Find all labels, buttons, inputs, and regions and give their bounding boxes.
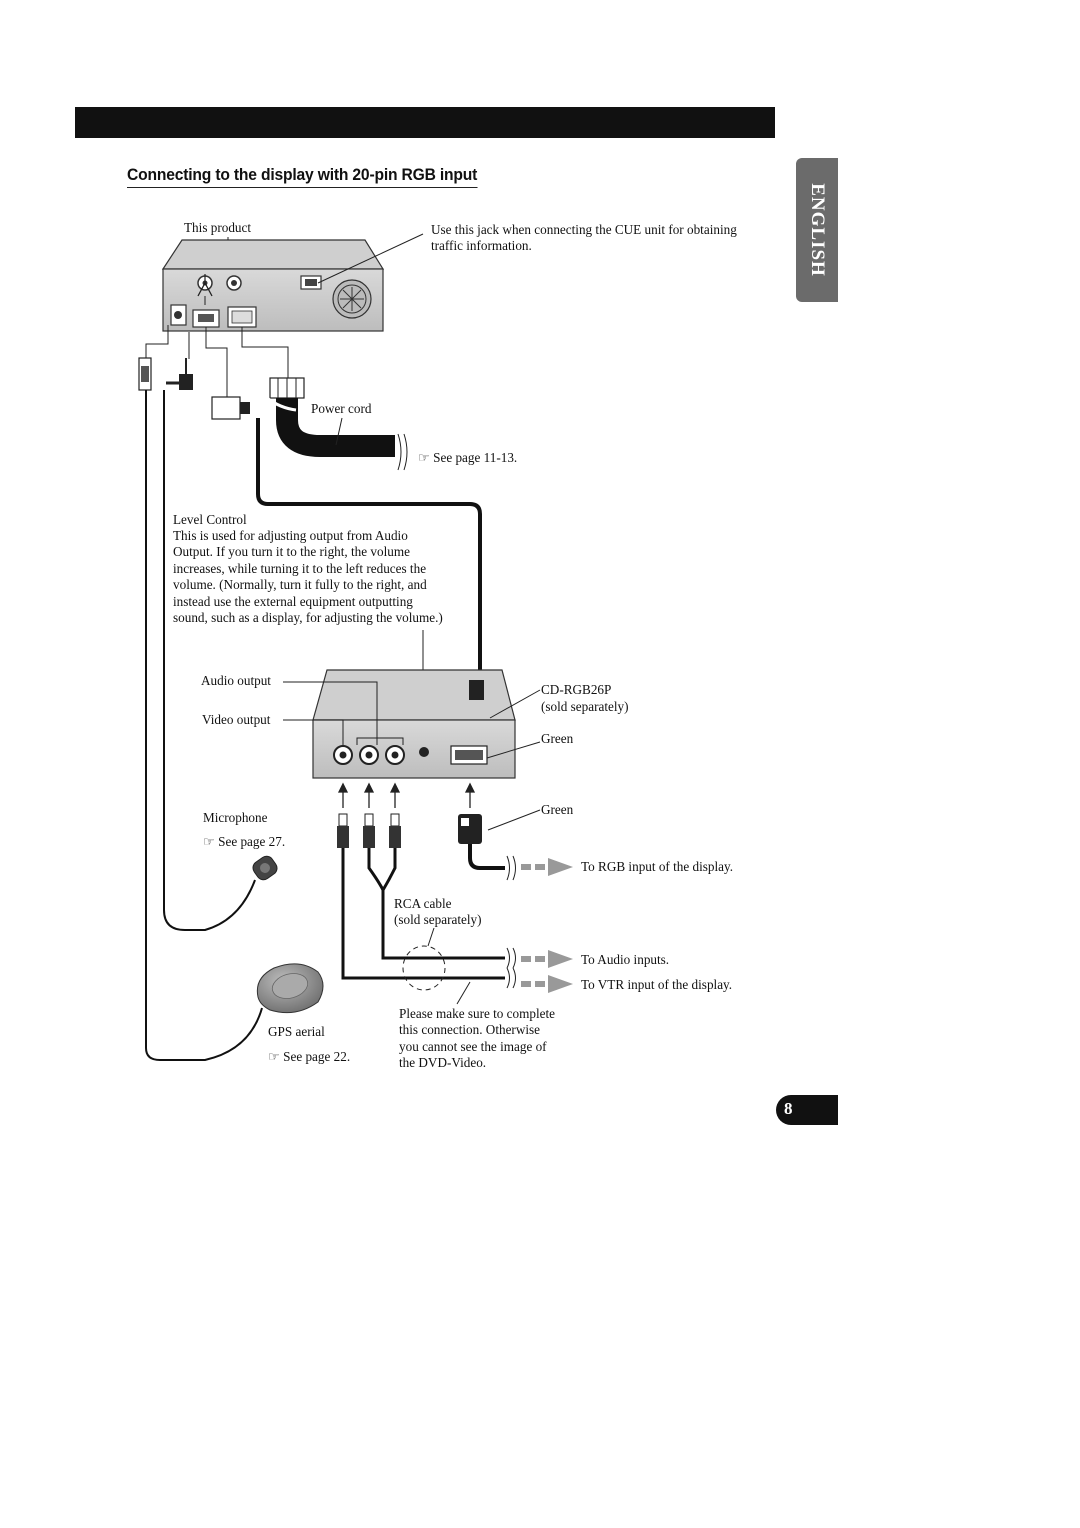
video-output-label: Video output — [202, 712, 271, 727]
gps-aerial — [256, 963, 324, 1014]
page-number-box: 8 — [776, 1095, 838, 1125]
pointing-hand-icon: ☞ — [203, 834, 215, 849]
see-mic-ref: ☞ See page 27. — [203, 834, 285, 850]
level-body-2: Output. If you turn it to the right, the… — [173, 544, 410, 559]
language-tab: ENGLISH — [796, 158, 838, 302]
see-power-ref: ☞ See page 11-13. — [418, 450, 517, 466]
section-heading: Connecting to the display with 20-pin RG… — [127, 165, 477, 188]
this-product-label: This product — [184, 220, 252, 235]
plugs-top — [138, 274, 305, 420]
main-unit — [161, 239, 385, 332]
see-gps-ref: ☞ See page 22. — [268, 1049, 350, 1065]
see-gps-text: See page 22. — [283, 1049, 351, 1064]
see-power-text: See page 11-13. — [433, 450, 518, 465]
to-audio-label: To Audio inputs. — [581, 952, 670, 967]
warning-line4: the DVD-Video. — [399, 1055, 487, 1070]
green-label-2: Green — [541, 802, 574, 817]
warning-line2: this connection. Otherwise — [399, 1022, 540, 1037]
level-body-5: instead use the external equipment outpu… — [173, 594, 413, 609]
level-control-title: Level Control — [173, 512, 247, 527]
level-body-3: increases, while turning it to the left … — [173, 561, 427, 576]
cdrgb-label: CD-RGB26P — [541, 682, 612, 697]
level-body-1: This is used for adjusting output from A… — [173, 528, 408, 543]
see-mic-text: See page 27. — [218, 834, 286, 849]
audio-output-label: Audio output — [201, 673, 271, 688]
cue-note-line1: Use this jack when connecting the CUE un… — [431, 222, 737, 237]
to-rgb-label: To RGB input of the display. — [581, 859, 734, 874]
sold-separately-label-2: (sold separately) — [394, 912, 482, 927]
pointing-hand-icon: ☞ — [418, 450, 430, 465]
level-body-4: volume. (Normally, turn it fully to the … — [173, 577, 427, 592]
pointing-hand-icon: ☞ — [268, 1049, 280, 1064]
level-body-6: sound, such as a display, for adjusting … — [173, 610, 443, 625]
power-cord-label: Power cord — [311, 401, 372, 416]
gps-aerial-label: GPS aerial — [268, 1024, 325, 1039]
warning-line1: Please make sure to complete — [399, 1006, 555, 1021]
microphone — [252, 855, 278, 881]
to-vtr-label: To VTR input of the display. — [581, 977, 733, 992]
green-label-1: Green — [541, 731, 574, 746]
rca-cable-label: RCA cable — [394, 896, 452, 911]
header-bar — [75, 107, 775, 138]
rca-plugs — [337, 813, 401, 848]
warning-line3: you cannot see the image of — [399, 1039, 547, 1054]
sold-separately-label-1: (sold separately) — [541, 699, 629, 714]
cue-note-line2: traffic information. — [431, 238, 532, 253]
page-number: 8 — [784, 1099, 793, 1118]
microphone-label: Microphone — [203, 810, 268, 825]
